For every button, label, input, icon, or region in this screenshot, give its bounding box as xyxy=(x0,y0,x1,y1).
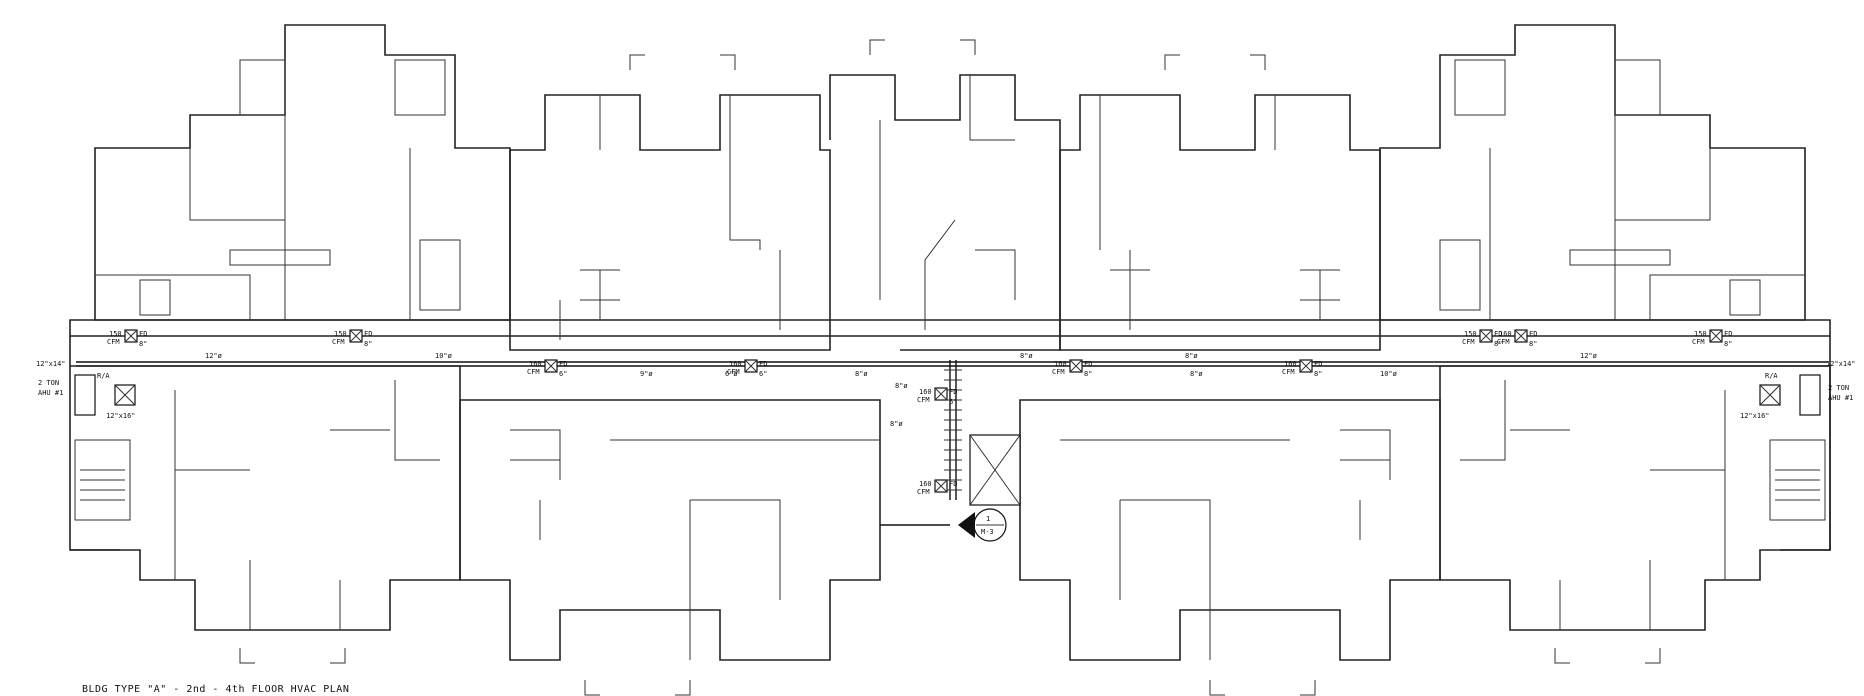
diffuser-cfm-unit: CFM xyxy=(917,396,930,404)
unit-upper-4 xyxy=(1059,94,1381,351)
ahu-right: 12"x14" 2 TON AHU #1 R/A 12"x16" xyxy=(1740,360,1856,420)
diffuser-size: 8" xyxy=(1724,340,1732,348)
diffuser-fd: FD xyxy=(1314,360,1322,368)
corner-marks-top xyxy=(629,39,1266,70)
unit-left-top xyxy=(94,24,511,321)
unit-right-top xyxy=(1379,24,1806,321)
diffuser-size: 6" xyxy=(949,398,957,406)
corner-marks-bottom xyxy=(239,648,1661,696)
diffuser-fd: FD xyxy=(139,330,147,338)
diffuser-cfm: 160 xyxy=(529,360,542,368)
ahu-left: 12"x14" 2 TON AHU #1 R/A 12"x16" xyxy=(36,360,136,420)
ahu-left-tons: 2 TON xyxy=(38,379,59,387)
duct-size-labels: 12"ø 10"ø 9"ø 8"ø 6"ø 8"ø 8"ø 10"ø 12"ø 8"ø 8"ø 8"ø xyxy=(205,352,1598,428)
ahu-right-return-size: 12"x16" xyxy=(1740,412,1770,420)
drawing-title: BLDG TYPE "A" - 2nd - 4th FLOOR HVAC PLA… xyxy=(82,684,349,695)
diffuser-cfm-unit: CFM xyxy=(917,488,930,496)
diffuser-cfm: 160 xyxy=(729,360,742,368)
diffuser-fd: FD xyxy=(1529,330,1537,338)
section-sheet: M-3 xyxy=(981,528,994,536)
diffuser-cfm: 150 xyxy=(1464,330,1477,338)
diffuser-size: 8" xyxy=(1494,340,1502,348)
diffuser-cfm-unit: CFM xyxy=(1692,338,1705,346)
diffuser-fd: FD xyxy=(1724,330,1732,338)
duct-size-label: 8"ø xyxy=(1185,352,1198,360)
diffuser-cfm-unit: CFM xyxy=(727,368,740,376)
duct-size-label: 8"ø xyxy=(895,382,908,390)
diffuser-fd: FD xyxy=(759,360,767,368)
diffuser-cfm: 160 xyxy=(1054,360,1067,368)
ahu-right-tons: 2 TON xyxy=(1828,384,1849,392)
diffuser-fd: FD xyxy=(1494,330,1502,338)
diffuser-cfm-unit: CFM xyxy=(332,338,345,346)
elevator-shaft xyxy=(969,434,1021,506)
diffuser-size: 8" xyxy=(1314,370,1322,378)
diffuser-cfm-unit: CFM xyxy=(107,338,120,346)
diffuser-cfm-unit: CFM xyxy=(1462,338,1475,346)
unit-lower-right-end xyxy=(1439,365,1831,631)
duct-size-label: 8"ø xyxy=(855,370,868,378)
diffuser-size: 8" xyxy=(139,340,147,348)
ahu-right-unit: AHU #1 xyxy=(1828,394,1853,402)
unit-lower-2 xyxy=(459,399,881,661)
diffuser-size: 6" xyxy=(759,370,767,378)
ahu-left-size: 12"x14" xyxy=(36,360,66,368)
ahu-right-return: R/A xyxy=(1765,372,1778,380)
unit-lower-left-end xyxy=(70,365,461,631)
unit-upper-2 xyxy=(509,94,831,351)
duct-size-label: 12"ø xyxy=(205,352,223,360)
diffuser-cfm-unit: CFM xyxy=(1282,368,1295,376)
diffuser-size: 8" xyxy=(1529,340,1537,348)
duct-size-label: 8"ø xyxy=(1020,352,1033,360)
duct-size-label: 12"ø xyxy=(1580,352,1598,360)
diffuser-group: 150CFMFD8"150CFMFD8"160CFMFD6"160CFMFD6"… xyxy=(107,329,1732,496)
unit-lower-3 xyxy=(1019,399,1441,661)
diffuser-cfm: 160 xyxy=(1284,360,1297,368)
ahu-left-return-size: 12"x16" xyxy=(106,412,136,420)
duct-size-label: 8"ø xyxy=(1190,370,1203,378)
diffuser-cfm-unit: CFM xyxy=(527,368,540,376)
duct-riser xyxy=(880,360,962,526)
diffuser-cfm-unit: CFM xyxy=(1497,338,1510,346)
unit-upper-3 xyxy=(829,74,1061,351)
diffuser-fd: FD xyxy=(949,388,957,396)
diffuser-fd: FD xyxy=(559,360,567,368)
diffuser-fd: FD xyxy=(364,330,372,338)
diffuser-cfm-unit: CFM xyxy=(1052,368,1065,376)
duct-size-label: 9"ø xyxy=(640,370,653,378)
diffuser-cfm: 150 xyxy=(334,330,347,338)
diffuser-cfm: 150 xyxy=(1694,330,1707,338)
diffuser-size: 8" xyxy=(364,340,372,348)
duct-size-label: 8"ø xyxy=(890,420,903,428)
diffuser-size: 8" xyxy=(1084,370,1092,378)
section-number: 1 xyxy=(986,515,990,523)
diffuser-cfm: 160 xyxy=(1499,330,1512,338)
duct-size-label: 10"ø xyxy=(435,352,453,360)
ahu-left-unit: AHU #1 xyxy=(38,389,63,397)
diffuser-cfm: 160 xyxy=(919,480,932,488)
diffuser-size: 6" xyxy=(559,370,567,378)
diffuser-fd: FD xyxy=(1084,360,1092,368)
diffuser-fd: FD xyxy=(949,480,957,488)
diffuser-cfm: 150 xyxy=(109,330,122,338)
ahu-right-size: 12"x14" xyxy=(1826,360,1856,368)
duct-size-label: 10"ø xyxy=(1380,370,1398,378)
diffuser-cfm: 160 xyxy=(919,388,932,396)
ahu-left-return: R/A xyxy=(97,372,110,380)
duct-size-label: 6"ø xyxy=(725,370,738,378)
section-marker: 1 M-3 xyxy=(958,508,1007,542)
